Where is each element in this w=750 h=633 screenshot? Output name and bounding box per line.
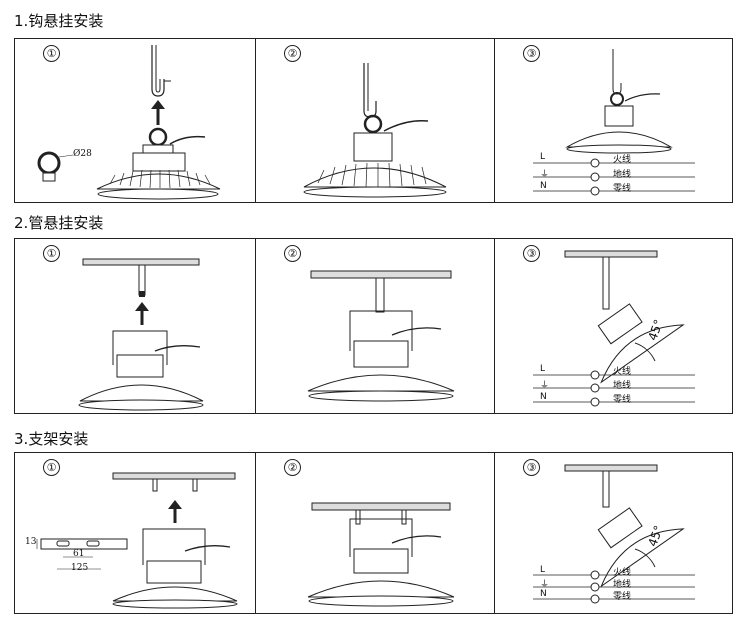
step-number: ② — [284, 459, 301, 476]
wire-L-label: L — [540, 565, 546, 575]
panel-bracket-step-1: ① 13 61 125 — [15, 453, 256, 613]
wire-PE-label: ⏚ — [540, 381, 550, 391]
pipe-step-3-drawing — [533, 250, 695, 407]
hook-step-2-drawing — [303, 63, 447, 198]
panel-pipe-step-2: ② — [256, 239, 495, 413]
wire-live-label: 火线 — [613, 367, 632, 377]
section-title-bracket: 3.支架安装 — [14, 428, 88, 449]
wire-L-label: L — [540, 152, 546, 162]
section-label: 管悬挂安装 — [28, 214, 104, 232]
bracket-step-2-drawing — [307, 502, 455, 607]
hook-step-1-drawing — [37, 45, 221, 200]
step-number: ③ — [523, 245, 540, 262]
wire-earth-label: 地线 — [613, 170, 632, 180]
wire-neutral-label: 零线 — [613, 184, 632, 194]
panel-bracket-step-2: ② — [256, 453, 495, 613]
wire-earth-label: 地线 — [613, 580, 632, 590]
step-number: ② — [284, 45, 301, 62]
wire-live-label: 火线 — [613, 568, 632, 578]
wire-earth-label: 地线 — [613, 381, 632, 391]
step-number: ③ — [523, 45, 540, 62]
panel-pipe-step-3: ③ 45° L ⏚ N 火线 地线 零线 — [495, 239, 732, 413]
wire-N-label: N — [540, 392, 547, 402]
bracket-step-1-drawing — [36, 472, 238, 609]
wire-PE-label: ⏚ — [540, 580, 550, 590]
section-title-pipe: 2.管悬挂安装 — [14, 212, 103, 233]
panel-bracket-step-3: ③ 45° L ⏚ N 火线 地线 零线 — [495, 453, 732, 613]
wire-neutral-label: 零线 — [613, 395, 632, 405]
step-number: ① — [43, 45, 60, 62]
section-index: 3. — [14, 430, 29, 448]
section-index: 2. — [14, 214, 29, 232]
section-title-hook: 1.钩悬挂安装 — [14, 10, 103, 31]
section-label: 支架安装 — [28, 430, 89, 448]
wire-N-label: N — [540, 589, 547, 599]
wire-L-label: L — [540, 364, 546, 374]
row-hook-install: ① — [14, 38, 733, 203]
wire-live-label: 火线 — [613, 155, 632, 165]
step-number: ③ — [523, 459, 540, 476]
hook-step-3-drawing — [533, 49, 695, 196]
pipe-step-1-drawing — [78, 258, 204, 411]
bracket-length-label: 125 — [71, 563, 89, 573]
hole-pitch-label: 61 — [73, 549, 85, 559]
step-number: ② — [284, 245, 301, 262]
ring-diameter-label: Ø28 — [73, 149, 92, 159]
section-index: 1. — [14, 12, 29, 30]
panel-hook-step-2: ② — [256, 39, 495, 202]
panel-hook-step-3: ③ L ⏚ N 火线 地线 零线 — [495, 39, 732, 202]
bracket-step-3-drawing — [533, 464, 695, 604]
step-number: ① — [43, 245, 60, 262]
bracket-height-label: 13 — [25, 537, 37, 547]
wire-N-label: N — [540, 181, 547, 191]
section-label: 钩悬挂安装 — [28, 12, 104, 30]
panel-hook-step-1: ① — [15, 39, 256, 202]
pipe-step-2-drawing — [307, 270, 455, 402]
wire-neutral-label: 零线 — [613, 592, 632, 602]
panel-pipe-step-1: ① — [15, 239, 256, 413]
row-bracket-install: ① 13 61 125 ② — [14, 452, 733, 614]
row-pipe-install: ① ② ③ — [14, 238, 733, 414]
wire-PE-label: ⏚ — [540, 170, 550, 180]
step-number: ① — [43, 459, 60, 476]
